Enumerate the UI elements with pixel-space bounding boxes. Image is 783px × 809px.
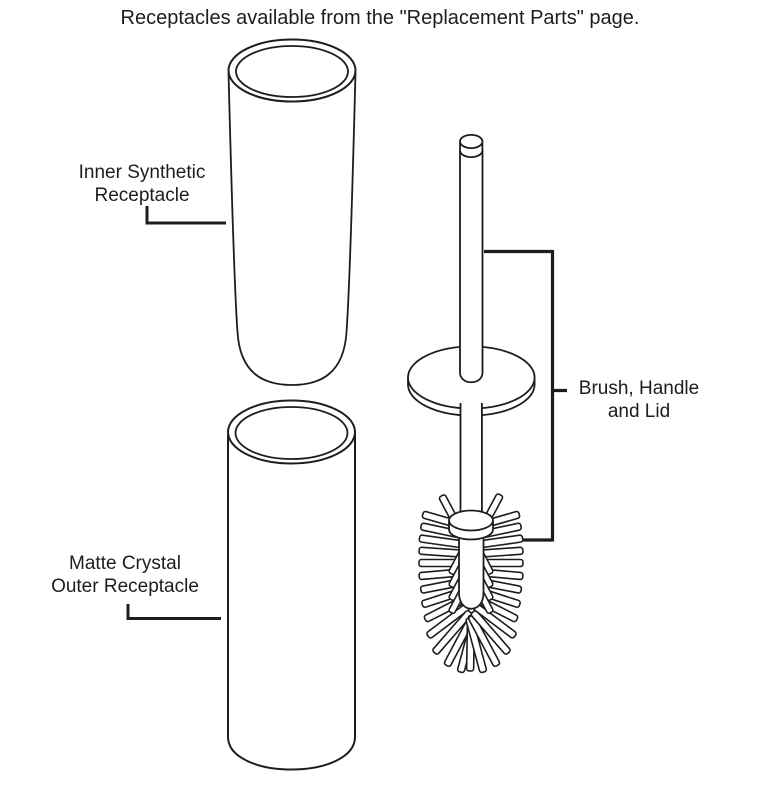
inner-receptacle-rim-inner [235,45,349,98]
inner-receptacle-body [227,71,357,386]
label-outer-receptacle: Matte Crystal Outer Receptacle [51,553,199,597]
label-inner-receptacle: Inner Synthetic Receptacle [78,162,206,206]
outer-receptacle-drawing [227,399,356,771]
bristle [470,609,511,655]
diagram-title: Receptacles available from the "Replacem… [120,7,640,29]
handle-rod-lower-mask [460,403,482,518]
brush-core [458,531,485,610]
handle-cap-top [459,133,484,149]
brush-collar-top [448,509,494,532]
outer-receptacle-body [227,434,356,771]
leader-line-outer-receptacle [126,604,221,620]
bristle [432,609,473,655]
outer-receptacle-rim-inner [234,406,349,460]
bracket-path [484,249,567,542]
inner-receptacle-rim-outer [227,38,357,103]
inner-receptacle-drawing [227,38,357,386]
handle-rod-lower [459,403,483,517]
leader-line-inner-receptacle [145,206,226,225]
handle-rod-upper [459,150,484,384]
label-brush-handle-lid: Brush, Handle and Lid [578,378,700,422]
brush-handle-lid-drawing [407,133,536,674]
outer-receptacle-rim-outer [227,399,356,465]
bracket-line-brush [484,249,567,542]
